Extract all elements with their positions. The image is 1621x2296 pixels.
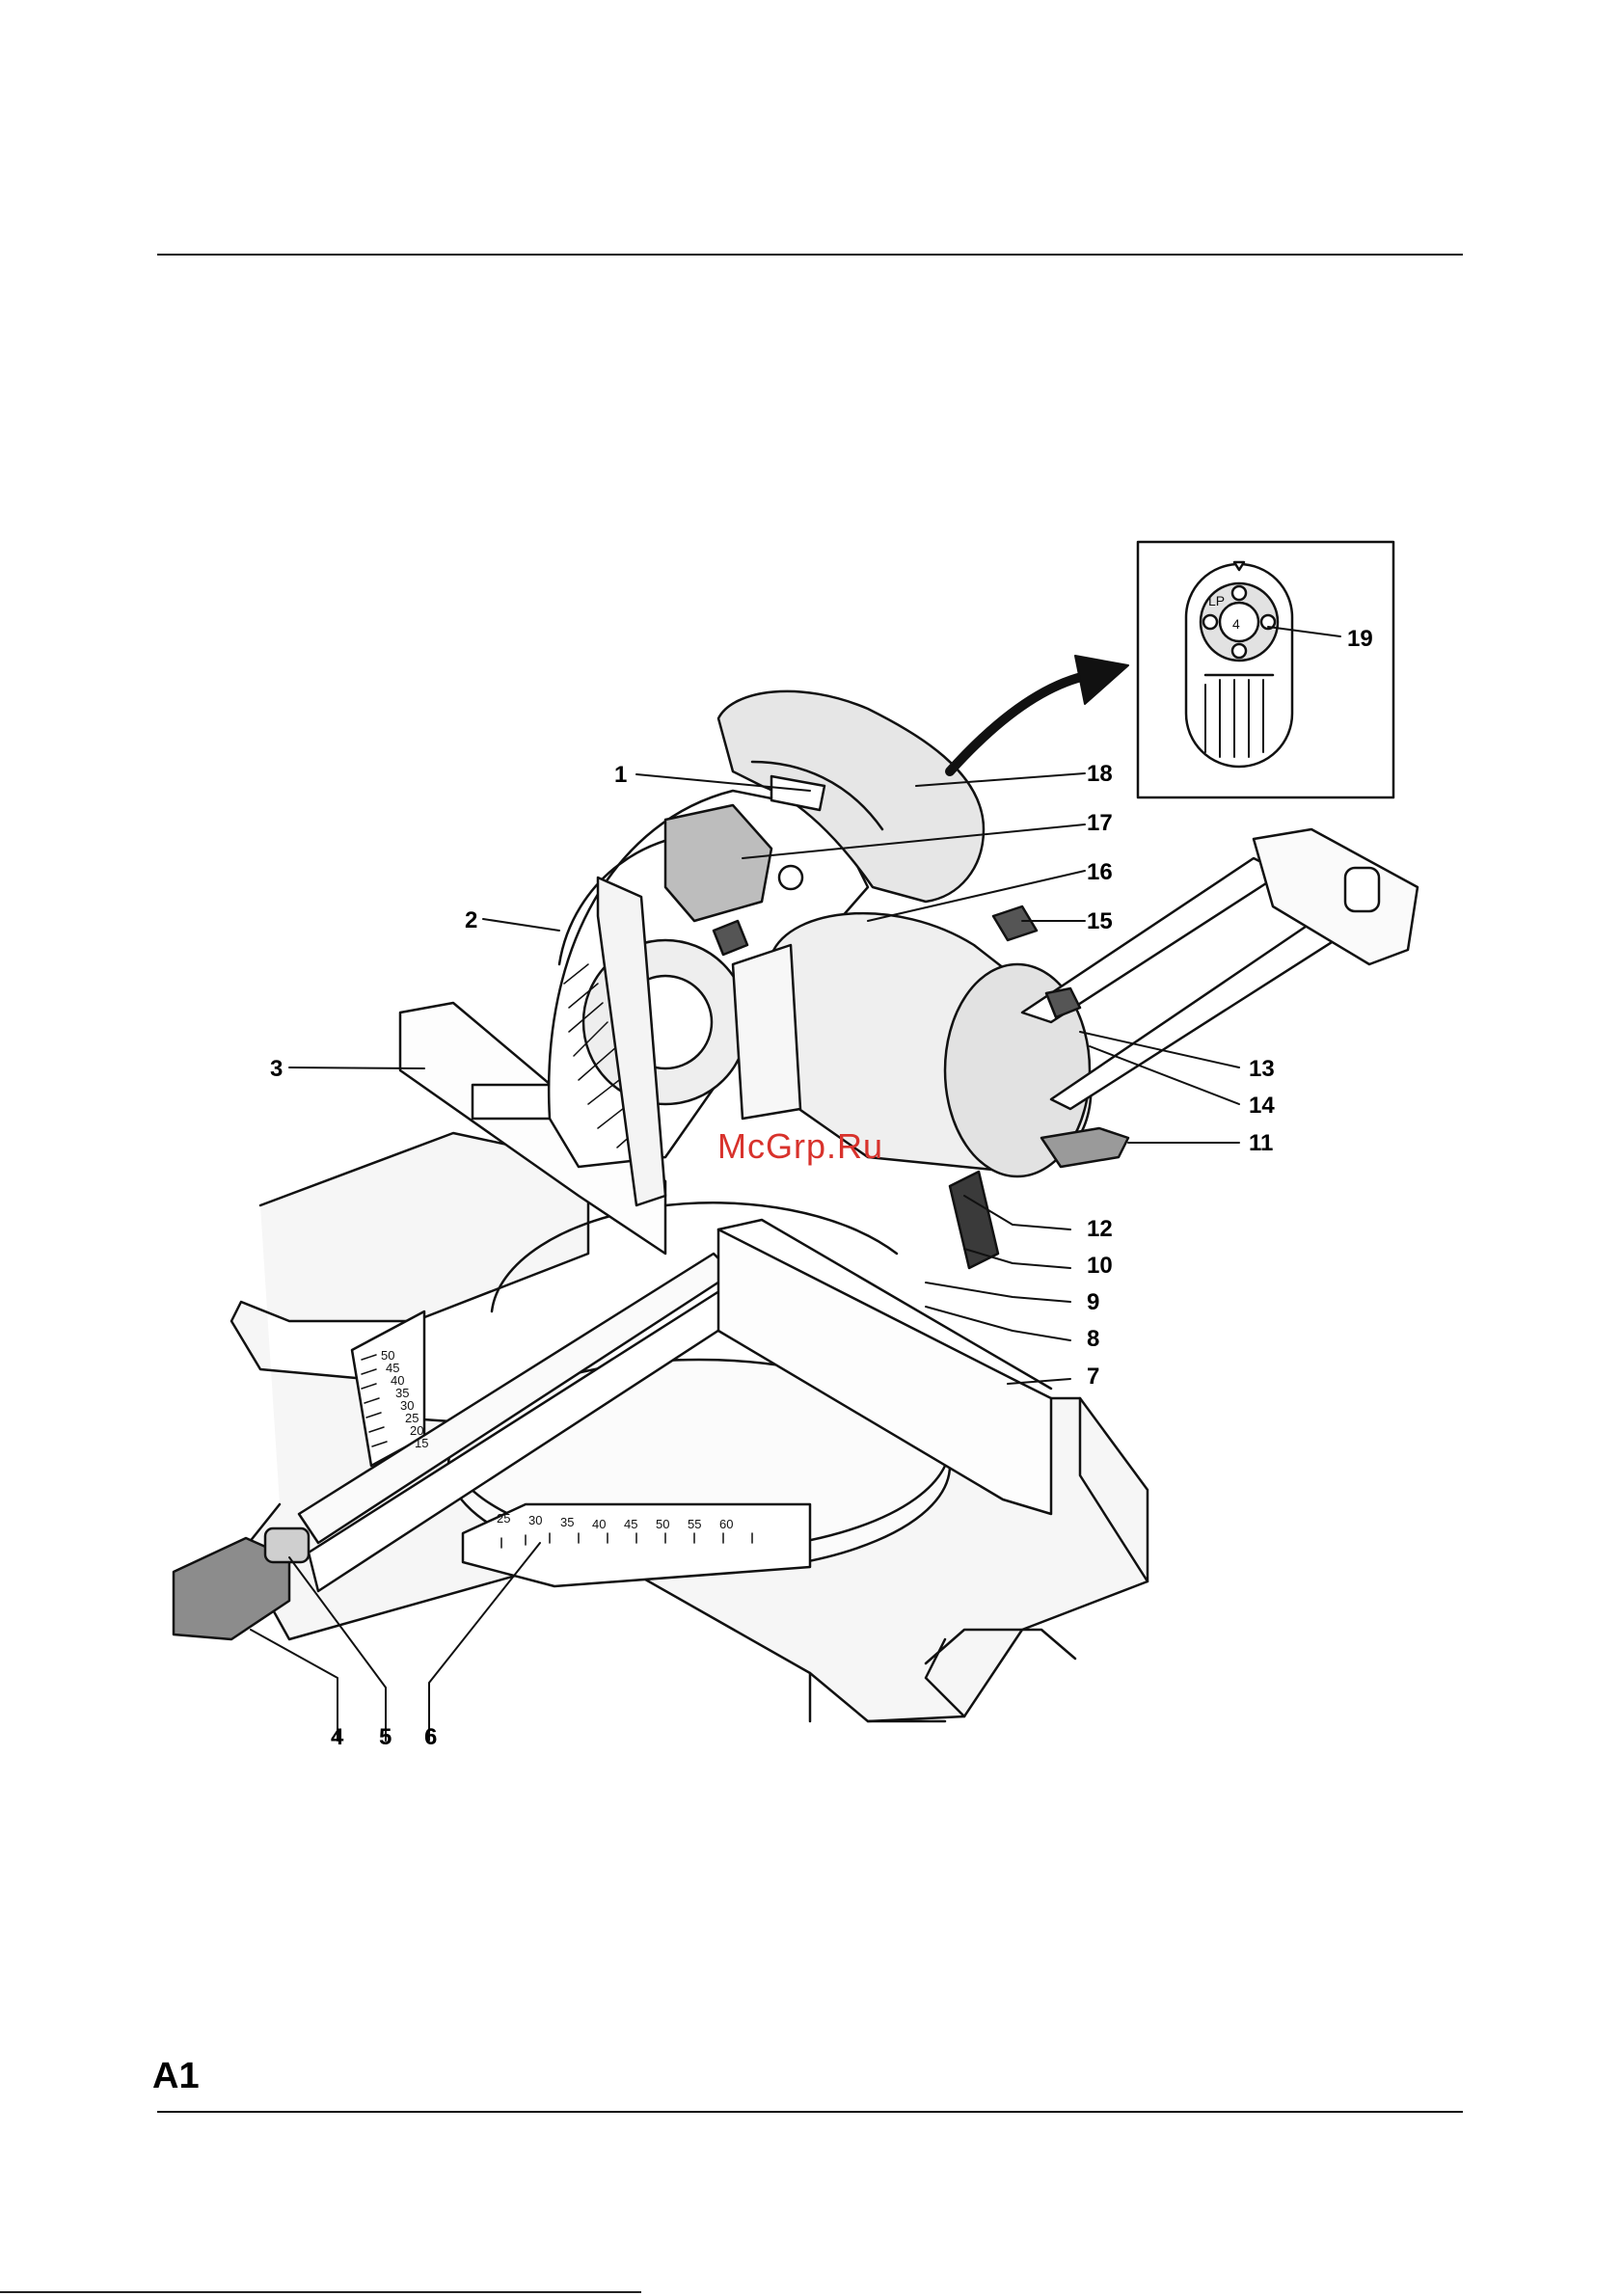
callout-2: 2 bbox=[465, 909, 477, 932]
callout-18: 18 bbox=[1087, 763, 1113, 786]
callout-16: 16 bbox=[1087, 861, 1113, 884]
front-scale-tick-label: 55 bbox=[688, 1517, 701, 1531]
callout-13: 13 bbox=[1249, 1058, 1275, 1081]
inset-pointer-arrow bbox=[950, 675, 1090, 771]
front-scale-tick-label: 30 bbox=[528, 1513, 542, 1527]
callout-5: 5 bbox=[379, 1726, 392, 1749]
callout-3: 3 bbox=[270, 1058, 283, 1081]
rail-lock-knob bbox=[265, 1528, 309, 1562]
front-scale-tick-label: 45 bbox=[624, 1517, 637, 1531]
callout-14: 14 bbox=[1249, 1094, 1275, 1118]
front-scale-tick-label: 25 bbox=[497, 1511, 510, 1526]
callout-4: 4 bbox=[331, 1726, 343, 1749]
front-scale-tick-label: 35 bbox=[560, 1515, 574, 1529]
callout-10: 10 bbox=[1087, 1255, 1113, 1278]
front-scale-tick-label: 40 bbox=[592, 1517, 606, 1531]
bevel-pin-panel bbox=[950, 1172, 998, 1268]
inset-dial-mark: LP bbox=[1208, 593, 1225, 608]
inset-knob bbox=[1186, 562, 1292, 767]
watermark: McGrp.Ru bbox=[717, 1126, 883, 1167]
callout-19: 19 bbox=[1347, 628, 1373, 651]
front-scale-tick-label: 50 bbox=[656, 1517, 669, 1531]
carriage-lock-knob bbox=[993, 906, 1037, 940]
front-scale-tick-label: 60 bbox=[719, 1517, 733, 1531]
left-scale-tick-label: 15 bbox=[415, 1436, 428, 1450]
callout-8: 8 bbox=[1087, 1328, 1099, 1351]
callout-7: 7 bbox=[1087, 1365, 1099, 1389]
callout-15: 15 bbox=[1087, 910, 1113, 933]
callout-6: 6 bbox=[424, 1726, 437, 1749]
callout-12: 12 bbox=[1087, 1218, 1113, 1241]
callout-1: 1 bbox=[614, 764, 627, 787]
figure-label: A1 bbox=[152, 2056, 200, 2097]
callout-9: 9 bbox=[1087, 1291, 1099, 1314]
inset-dial-mark: 4 bbox=[1232, 616, 1240, 632]
callout-11: 11 bbox=[1249, 1132, 1273, 1155]
callout-17: 17 bbox=[1087, 812, 1113, 835]
